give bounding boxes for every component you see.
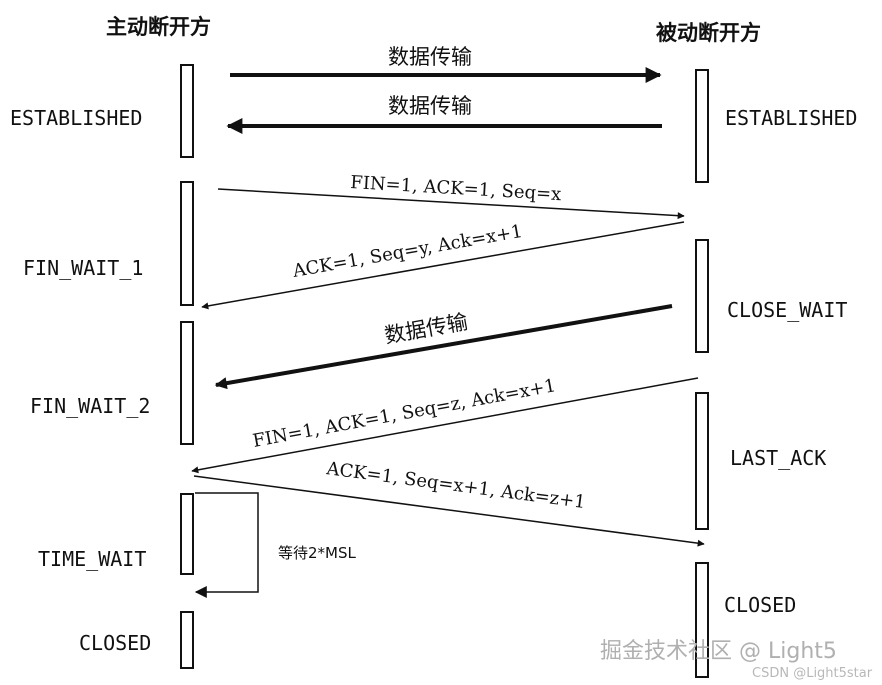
label-fin-2: FIN=1, ACK=1, Seq=z, Ack=x+1 — [251, 375, 557, 452]
left-state-fin-wait-1: FIN_WAIT_1 — [23, 256, 143, 280]
left-bar-closed — [180, 611, 194, 669]
left-state-time-wait: TIME_WAIT — [38, 547, 146, 571]
left-state-fin-wait-2: FIN_WAIT_2 — [30, 394, 150, 418]
arrow-ack-1 — [201, 221, 685, 310]
watermark-csdn: CSDN @Light5star — [752, 666, 873, 681]
header-active-closer: 主动断开方 — [106, 14, 211, 39]
right-state-established: ESTABLISHED — [725, 106, 857, 130]
label-data-transfer-1: 数据传输 — [388, 45, 472, 69]
arrow-fin-2 — [191, 377, 699, 474]
right-state-closed: CLOSED — [724, 593, 796, 617]
right-state-close-wait: CLOSE_WAIT — [727, 298, 847, 322]
right-state-last-ack: LAST_ACK — [730, 446, 826, 470]
arrow-ack-2 — [193, 475, 705, 547]
right-bar-close-wait — [695, 239, 709, 353]
right-bar-established — [695, 69, 709, 183]
label-ack-2: ACK=1, Seq=x+1, Ack=z+1 — [324, 458, 586, 513]
left-bar-time-wait — [180, 493, 194, 575]
arrow-fin-1 — [217, 188, 685, 220]
header-passive-closer: 被动断开方 — [656, 20, 761, 45]
time-wait-loop-arrow — [194, 492, 259, 598]
label-data-transfer-2: 数据传输 — [388, 94, 472, 118]
left-bar-fin-wait-1 — [180, 181, 194, 306]
right-bar-closed — [695, 562, 709, 678]
right-bar-last-ack — [695, 392, 709, 530]
watermark-juejin: 掘金技术社区 @ Light5 — [600, 639, 837, 664]
arrow-data-transfer-3 — [214, 304, 673, 390]
label-ack-1: ACK=1, Seq=y, Ack=x+1 — [290, 221, 524, 282]
left-bar-fin-wait-2 — [180, 321, 194, 445]
left-state-established: ESTABLISHED — [10, 106, 142, 130]
left-bar-established — [180, 64, 194, 158]
time-wait-note: 等待2*MSL — [278, 544, 357, 562]
label-fin-1: FIN=1, ACK=1, Seq=x — [350, 172, 562, 205]
left-state-closed: CLOSED — [79, 631, 151, 655]
